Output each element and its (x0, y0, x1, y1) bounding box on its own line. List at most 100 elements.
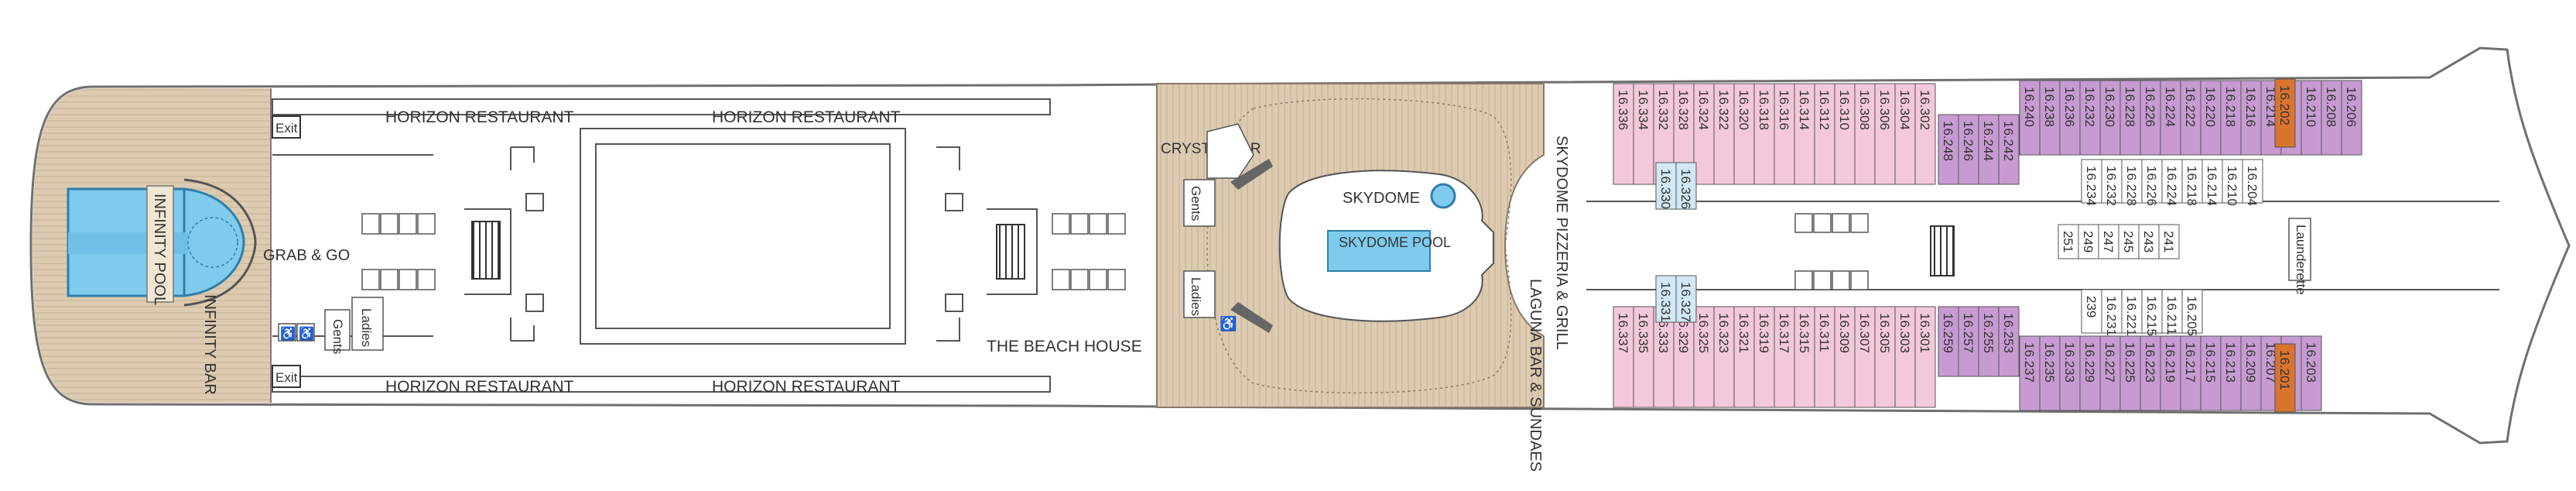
cabin[interactable] (1874, 83, 1896, 185)
cabin[interactable] (2019, 335, 2041, 411)
cabin-number: 16.234 (2084, 166, 2099, 206)
forward-lifts[interactable] (1794, 213, 1869, 290)
cabin-number: 16.334 (1636, 90, 1651, 130)
cabin[interactable] (2098, 224, 2119, 259)
cabin[interactable] (2099, 80, 2121, 156)
cabin[interactable] (2201, 159, 2223, 204)
cabin[interactable] (2121, 289, 2143, 334)
cabin-number: 16.206 (2344, 87, 2359, 127)
svg-text:Exit: Exit (275, 370, 298, 385)
cabin[interactable] (2220, 335, 2242, 411)
cabin-number: 16.333 (1656, 313, 1671, 353)
cabin[interactable] (1814, 83, 1835, 185)
cabin[interactable] (2160, 80, 2181, 156)
cabin[interactable] (2138, 224, 2160, 259)
cabin[interactable] (2058, 224, 2079, 259)
cabin-number: 16.309 (1837, 313, 1852, 353)
cabin[interactable] (2081, 159, 2102, 204)
cabin[interactable] (2101, 159, 2123, 204)
cabin[interactable] (2119, 80, 2141, 156)
cabin[interactable] (2181, 159, 2203, 204)
cabin[interactable] (1633, 306, 1654, 408)
cabin[interactable] (1653, 306, 1675, 408)
cabin-number: 16.207 (2263, 342, 2278, 383)
mid-lifts[interactable] (1052, 213, 1126, 290)
cabin[interactable] (1693, 83, 1715, 185)
cabin[interactable] (1794, 306, 1815, 408)
cabin[interactable] (1978, 306, 2000, 377)
cabin[interactable] (2200, 80, 2222, 156)
cabin[interactable] (1655, 162, 1677, 210)
cabin[interactable] (2099, 335, 2121, 411)
cabin[interactable] (1713, 306, 1735, 408)
mid-stairs[interactable] (996, 224, 1025, 280)
cabin[interactable] (2242, 159, 2263, 204)
cabin-number: 16.324 (1696, 90, 1711, 130)
exit-bottom[interactable]: Exit (272, 365, 301, 388)
cabin[interactable] (2079, 80, 2101, 156)
cabin[interactable] (2274, 78, 2296, 148)
cabin-number: 16.302 (1917, 90, 1932, 130)
cabin[interactable] (1854, 83, 1876, 185)
cabin[interactable] (1774, 306, 1795, 408)
cabin[interactable] (2039, 80, 2061, 156)
cabin[interactable] (2160, 335, 2181, 411)
cabin[interactable] (1675, 162, 1697, 210)
cabin[interactable] (1733, 306, 1755, 408)
cabin[interactable] (1998, 306, 2020, 377)
cabin[interactable] (1938, 114, 1959, 185)
cabin[interactable] (1958, 114, 1979, 185)
cabin[interactable] (2039, 335, 2061, 411)
cabin[interactable] (2059, 335, 2081, 411)
grab-and-go-label: GRAB & GO (263, 247, 350, 264)
cabin[interactable] (1814, 306, 1835, 408)
cabin[interactable] (1894, 83, 1916, 185)
cabin-number: 16.328 (1676, 90, 1691, 130)
aft-lifts[interactable] (361, 213, 436, 290)
cabin[interactable] (1854, 306, 1876, 408)
cabin[interactable] (2181, 289, 2203, 334)
cabin[interactable] (1834, 306, 1856, 408)
cabin[interactable] (2119, 335, 2141, 411)
cabin[interactable] (2161, 289, 2183, 334)
cabin[interactable] (1733, 83, 1755, 185)
cabin[interactable] (1834, 83, 1856, 185)
cabin[interactable] (1998, 114, 2020, 185)
aft-stairs[interactable] (471, 221, 501, 280)
cabin[interactable] (2019, 80, 2041, 156)
cabin[interactable] (2059, 80, 2081, 156)
cabin[interactable] (1894, 306, 1916, 408)
cabin[interactable] (1874, 306, 1896, 408)
cabin[interactable] (2118, 224, 2140, 259)
cabin-number: 16.306 (1877, 90, 1892, 130)
aft-washrooms (278, 297, 384, 351)
cabin[interactable] (2341, 80, 2362, 156)
cabin-number: 16.205 (2184, 296, 2199, 336)
skydome-label: SKYDOME (1343, 190, 1420, 207)
cabin[interactable] (1633, 83, 1654, 185)
cabin-number: 16.311 (1817, 313, 1832, 352)
cabin[interactable] (1794, 83, 1815, 185)
cabin[interactable] (1675, 275, 1697, 323)
cabin[interactable] (2158, 224, 2180, 259)
cabin[interactable] (1914, 306, 1936, 408)
cabin[interactable] (2274, 343, 2296, 413)
cabin[interactable] (2141, 289, 2163, 334)
cabin[interactable] (2081, 289, 2102, 334)
cabin[interactable] (2220, 80, 2242, 156)
cabin[interactable] (1613, 306, 1634, 408)
cabin[interactable] (2121, 159, 2143, 204)
exit-top[interactable]: Exit (272, 115, 301, 139)
cabin[interactable] (1914, 83, 1936, 185)
cabin[interactable] (2180, 335, 2201, 411)
cabin[interactable] (1655, 275, 1677, 323)
cabin[interactable] (2240, 80, 2262, 156)
cabin[interactable] (1753, 83, 1775, 185)
cabin[interactable] (1753, 306, 1775, 408)
cabin[interactable] (2078, 224, 2099, 259)
cabin[interactable] (2101, 289, 2123, 334)
cabin[interactable] (2301, 335, 2322, 411)
cabin[interactable] (2141, 159, 2163, 204)
cabin[interactable] (2321, 80, 2342, 156)
